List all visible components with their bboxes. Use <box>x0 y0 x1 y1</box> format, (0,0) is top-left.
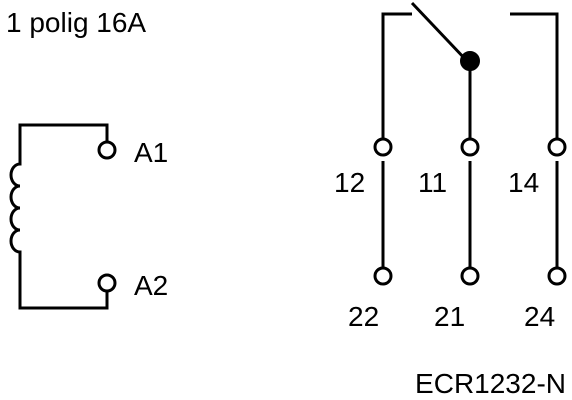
terminal-a2 <box>97 273 117 293</box>
terminal-a1 <box>97 140 117 160</box>
terminal-a1-label: A1 <box>134 137 168 168</box>
terminal-14 <box>547 137 567 157</box>
diagram-title: 1 polig 16A <box>6 7 146 38</box>
terminal-11 <box>460 137 480 157</box>
terminal-12-label: 12 <box>334 167 365 198</box>
no-contact-wire <box>510 12 559 139</box>
contact-symbol <box>373 1 567 286</box>
terminal-12 <box>373 137 393 157</box>
nc-contact-wire <box>381 12 412 139</box>
terminal-21-label: 21 <box>434 301 465 332</box>
model-number: ECR1232-N <box>415 368 566 399</box>
terminal-a2-label: A2 <box>134 270 168 301</box>
terminal-22 <box>373 266 393 286</box>
terminal-22-label: 22 <box>348 301 379 332</box>
coil-wire <box>9 123 109 310</box>
switch-blade <box>410 1 469 63</box>
terminal-11-label: 11 <box>418 167 447 198</box>
terminal-14-label: 14 <box>508 167 539 198</box>
coil-symbol <box>9 123 117 310</box>
pivot-dot <box>460 51 480 71</box>
terminal-24 <box>547 266 567 286</box>
terminal-21 <box>460 266 480 286</box>
terminal-24-label: 24 <box>524 301 555 332</box>
